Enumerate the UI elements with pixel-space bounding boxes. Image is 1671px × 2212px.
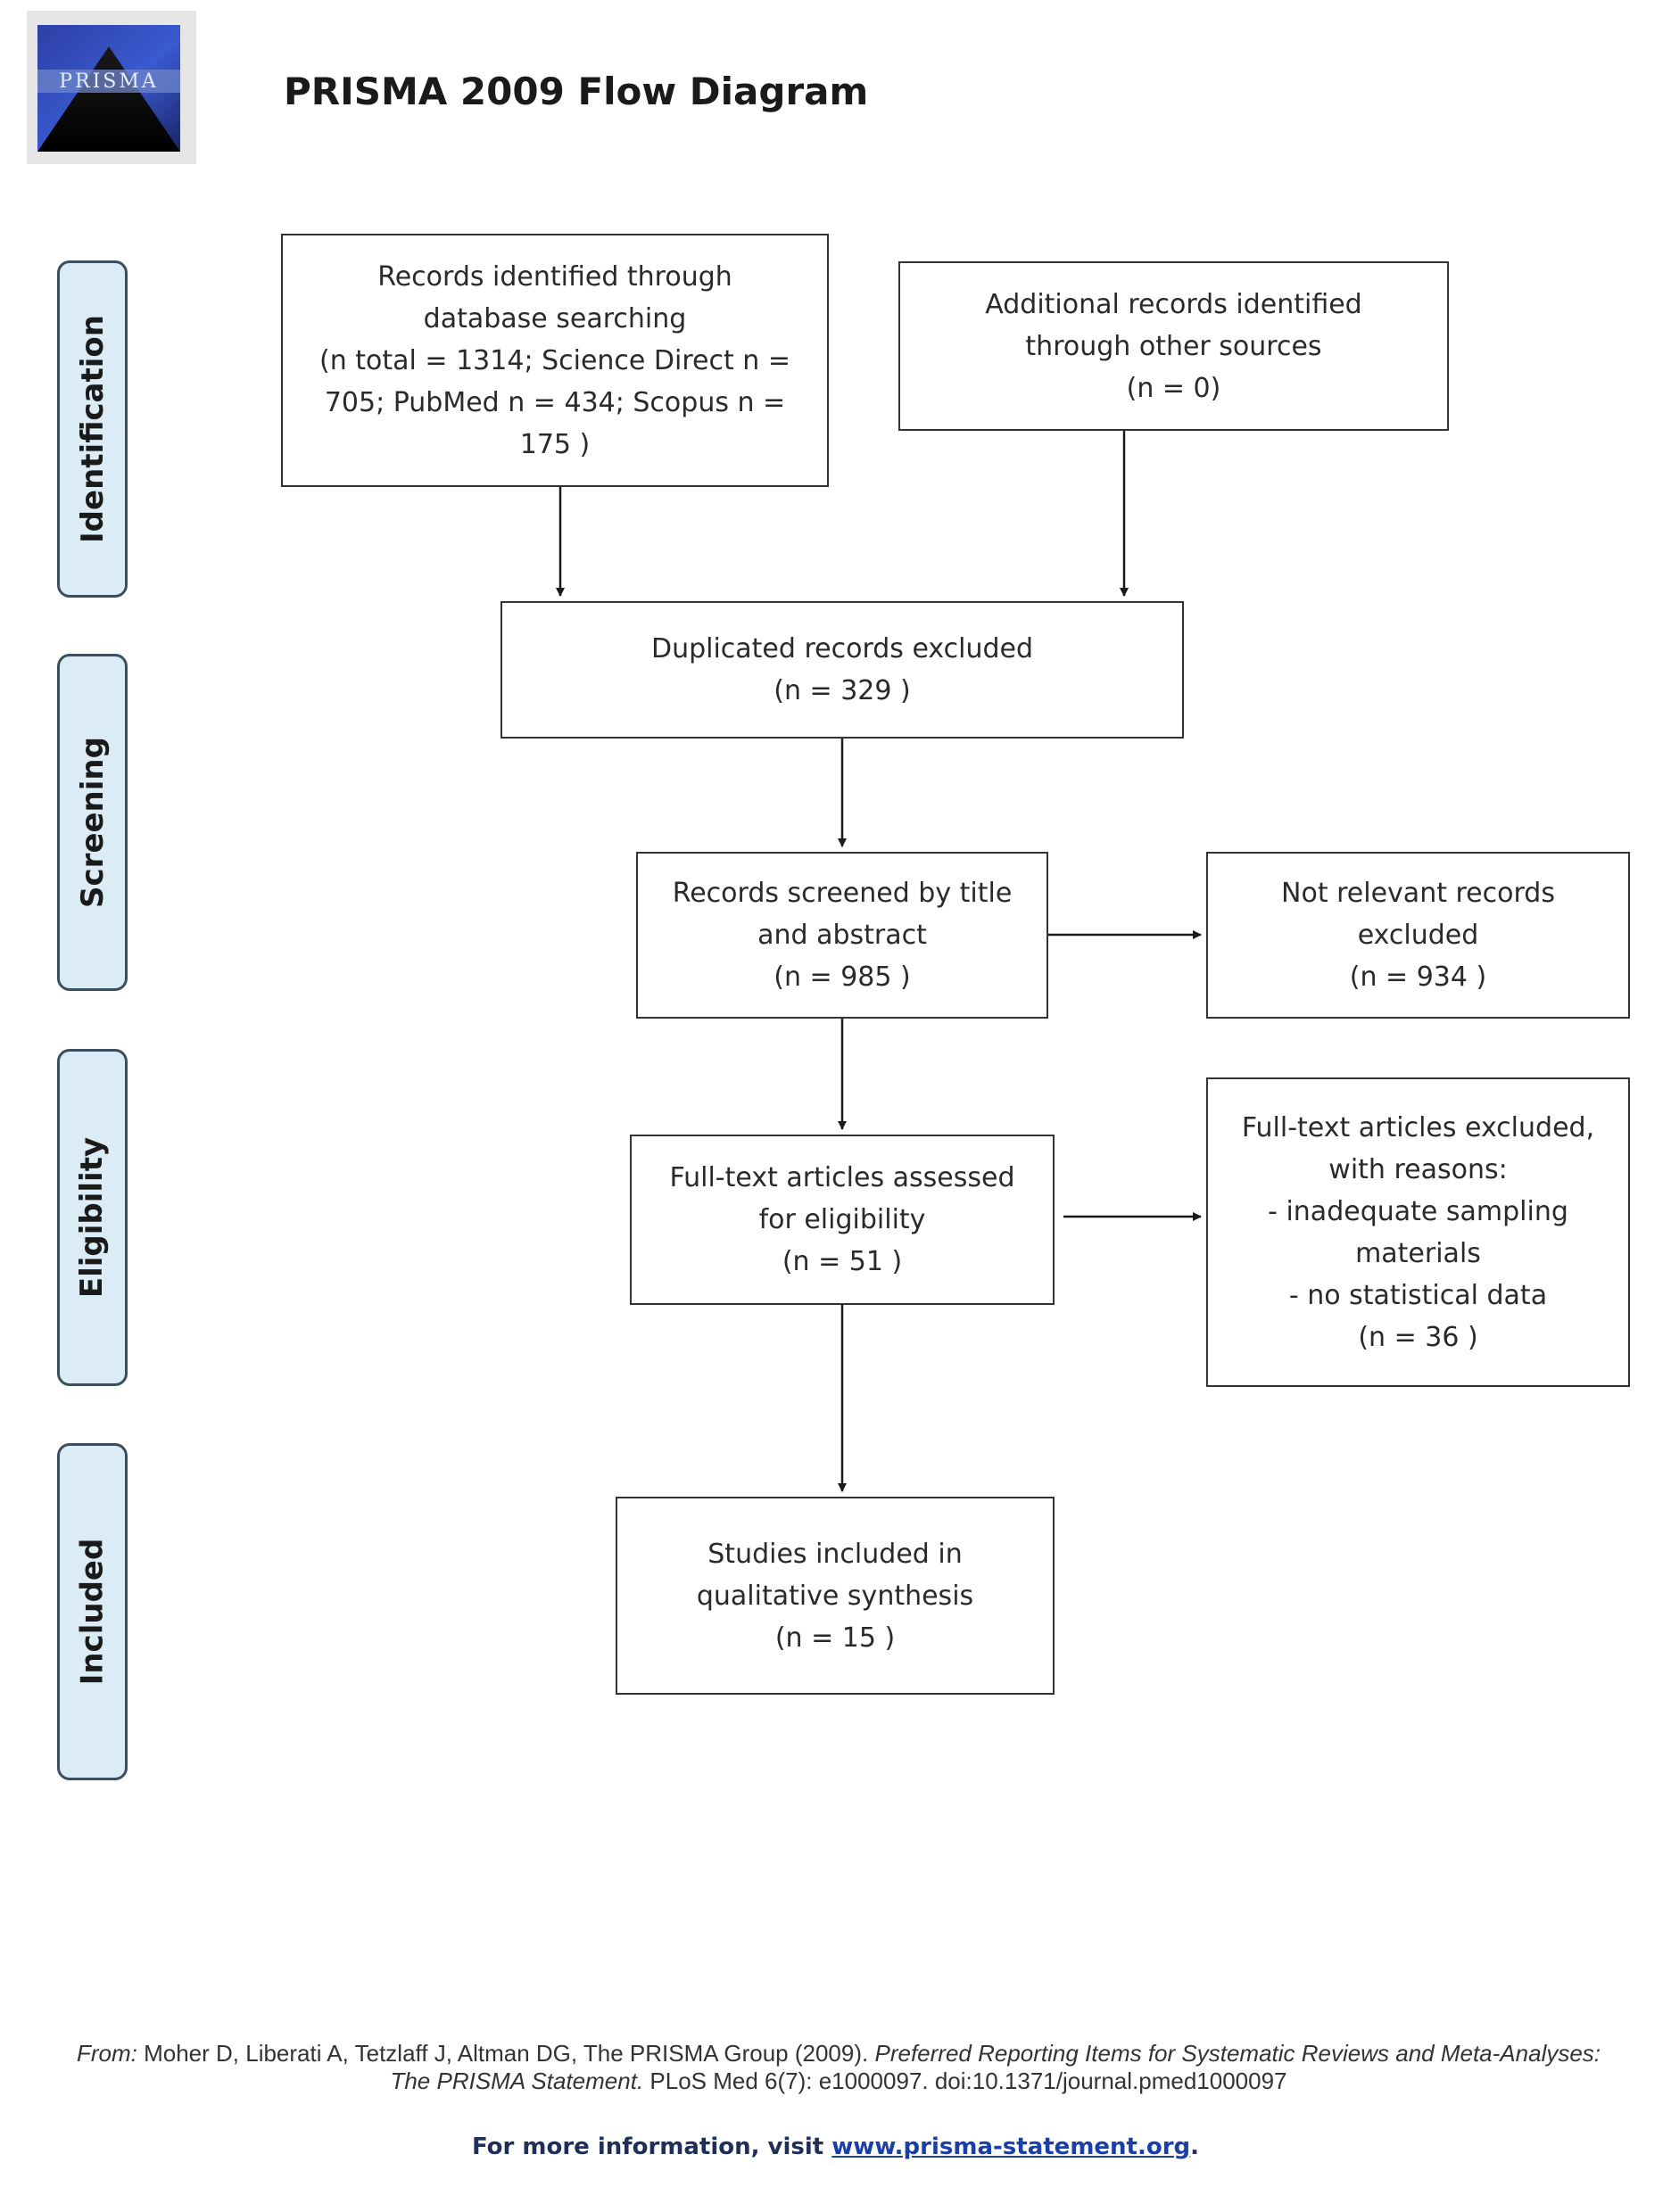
more-info-period: .	[1190, 2134, 1200, 2160]
box-not-relevant-excluded: Not relevant records excluded (n = 934 )	[1206, 852, 1630, 1019]
box-line: excluded	[1357, 920, 1479, 951]
prisma-website-link[interactable]: www.prisma-statement.org	[831, 2134, 1191, 2160]
box-line: Duplicated records excluded	[650, 633, 1034, 664]
box-line: (n = 51 )	[782, 1246, 903, 1277]
box-line: Full-text articles assessed	[669, 1162, 1015, 1193]
phase-included: Included	[57, 1443, 128, 1780]
box-line: Not relevant records	[1281, 878, 1555, 909]
page-title: PRISMA 2009 Flow Diagram	[284, 70, 869, 113]
box-line: Full-text articles excluded,	[1241, 1111, 1595, 1143]
box-fulltext-assessed: Full-text articles assessed for eligibil…	[630, 1135, 1055, 1305]
box-line: (n = 15 )	[774, 1622, 896, 1654]
box-line: Records screened by title	[672, 878, 1013, 909]
more-info: For more information, visit www.prisma-s…	[0, 2134, 1671, 2160]
box-studies-included: Studies included in qualitative synthesi…	[616, 1497, 1055, 1695]
citation-journal: PLoS Med 6(7): e1000097. doi:10.1371/jou…	[649, 2068, 1287, 2094]
box-line: 175 )	[519, 428, 591, 460]
box-line: (n = 36 )	[1358, 1321, 1478, 1353]
box-records-screened: Records screened by title and abstract (…	[636, 852, 1048, 1019]
box-line: 705; PubMed n = 434; Scopus n =	[324, 386, 786, 418]
phase-identification: Identification	[57, 260, 128, 598]
box-line: through other sources	[1025, 330, 1322, 362]
box-line: - no statistical data	[1288, 1279, 1548, 1311]
prisma-logo-graphic: PRISMA	[37, 25, 180, 152]
box-line: (n total = 1314; Science Direct n =	[319, 344, 790, 376]
box-line: qualitative synthesis	[696, 1580, 974, 1612]
box-fulltext-excluded: Full-text articles excluded, with reason…	[1206, 1077, 1630, 1387]
citation-authors: Moher D, Liberati A, Tetzlaff J, Altman …	[144, 2040, 869, 2067]
box-line: and abstract	[757, 920, 927, 951]
box-line: (n = 0)	[1126, 372, 1221, 404]
logo-text: PRISMA	[59, 70, 159, 93]
prisma-logo: PRISMA	[27, 11, 196, 164]
box-line: with reasons:	[1328, 1153, 1508, 1185]
box-duplicates-excluded: Duplicated records excluded (n = 329 )	[500, 601, 1184, 739]
box-line: (n = 329 )	[773, 675, 911, 706]
box-line: (n = 934 )	[1349, 962, 1487, 993]
box-line: Studies included in	[707, 1538, 963, 1570]
box-database-search: Records identified through database sear…	[281, 234, 829, 487]
box-line: database searching	[423, 302, 687, 334]
box-other-sources: Additional records identified through ot…	[898, 261, 1449, 431]
citation-title: Preferred Reporting Items for Systematic…	[390, 2040, 1601, 2094]
more-info-text: For more information, visit	[471, 2134, 824, 2160]
citation-from: From:	[76, 2040, 137, 2067]
citation: From: Moher D, Liberati A, Tetzlaff J, A…	[54, 2040, 1624, 2095]
box-line: for eligibility	[758, 1204, 926, 1235]
phase-eligibility: Eligibility	[57, 1049, 128, 1386]
box-line: Records identified through	[377, 260, 732, 293]
box-line: materials	[1355, 1237, 1481, 1269]
box-line: (n = 985 )	[773, 962, 911, 993]
phase-screening: Screening	[57, 654, 128, 991]
box-line: Additional records identified	[985, 288, 1362, 320]
box-line: - inadequate sampling	[1268, 1195, 1568, 1227]
